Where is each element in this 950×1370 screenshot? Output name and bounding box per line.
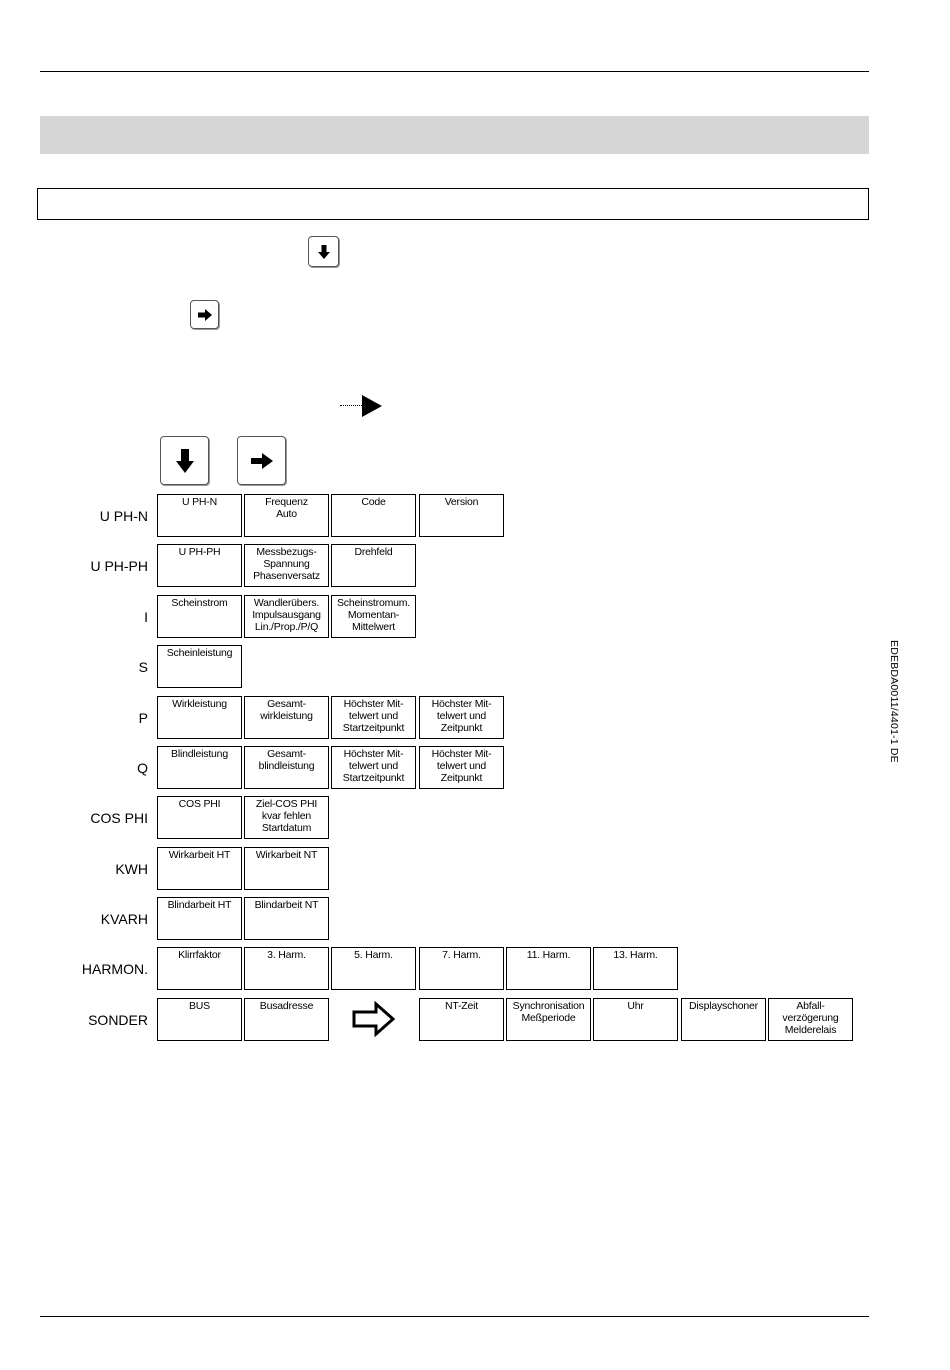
right-arrow-icon [250,452,273,469]
menu-cell: Abfall- verzögerung Melderelais [768,998,853,1041]
hollow-right-arrow-icon [352,1001,396,1037]
row-label-kwh: KWH [115,861,148,877]
row-label-harmon: HARMON. [81,961,148,977]
menu-cell: Scheinstrom [157,595,242,638]
title-frame [37,188,869,220]
row-label-i: I [144,609,148,625]
row-label-cos-phi: COS PHI [90,810,148,826]
down-key-large [160,436,209,485]
section-header-bar [40,116,869,154]
dotted-arrow-line [340,405,362,406]
row-label-u-ph-ph: U PH-PH [90,558,148,574]
menu-cell: NT-Zeit [419,998,504,1041]
menu-cell: Gesamt- blindleistung [244,746,329,789]
menu-cell: Wandlerübers. Impulsausgang Lin./Prop./P… [244,595,329,638]
bottom-rule [40,1316,869,1317]
menu-cell: U PH-PH [157,544,242,587]
menu-cell: 3. Harm. [244,947,329,990]
menu-cell: Wirkarbeit HT [157,847,242,890]
menu-cell: 11. Harm. [506,947,591,990]
down-arrow-icon [317,244,330,259]
menu-cell: 5. Harm. [331,947,416,990]
row-label-u-ph-n: U PH-N [99,508,148,524]
row-label-s: S [138,659,148,675]
menu-cell: Synchronisation Meßperiode [506,998,591,1041]
menu-cell: COS PHI [157,796,242,839]
menu-cell: Blindarbeit HT [157,897,242,940]
menu-cell: Frequenz Auto [244,494,329,537]
right-key-large [237,436,286,485]
dotted-triangle-arrow-icon [362,395,382,417]
menu-cell: 7. Harm. [419,947,504,990]
menu-cell: Gesamt- wirkleistung [244,696,329,739]
menu-cell: Code [331,494,416,537]
menu-cell: Drehfeld [331,544,416,587]
menu-cell: Höchster Mit- telwert und Startzeitpunkt [331,696,416,739]
right-key-small [190,300,219,329]
menu-cell: U PH-N [157,494,242,537]
menu-cell: Uhr [593,998,678,1041]
menu-cell: Messbezugs- Spannung Phasenversatz [244,544,329,587]
menu-cell: 13. Harm. [593,947,678,990]
down-arrow-icon [175,448,194,473]
menu-cell: Höchster Mit- telwert und Startzeitpunkt [331,746,416,789]
menu-cell: Scheinleistung [157,645,242,688]
menu-cell: BUS [157,998,242,1041]
row-label-sonder: SONDER [88,1012,148,1028]
menu-cell: Scheinstromum. Momentan- Mittelwert [331,595,416,638]
menu-cell: Blindarbeit NT [244,897,329,940]
menu-cell: Höchster Mit- telwert und Zeitpunkt [419,696,504,739]
menu-cell: Displayschoner [681,998,766,1041]
down-key-small [308,236,339,267]
document-code: EDEBDA0011/4401-1 DE [888,640,900,763]
menu-cell: Klirrfaktor [157,947,242,990]
menu-cell: Wirkleistung [157,696,242,739]
top-rule [40,71,869,72]
row-label-q: Q [137,760,148,776]
right-arrow-icon [197,308,212,321]
menu-cell: Blindleistung [157,746,242,789]
menu-cell: Wirkarbeit NT [244,847,329,890]
menu-cell: Ziel-COS PHI kvar fehlen Startdatum [244,796,329,839]
row-label-p: P [138,710,148,726]
menu-cell: Version [419,494,504,537]
row-label-kvarh: KVARH [100,911,148,927]
menu-cell: Höchster Mit- telwert und Zeitpunkt [419,746,504,789]
menu-cell: Busadresse [244,998,329,1041]
